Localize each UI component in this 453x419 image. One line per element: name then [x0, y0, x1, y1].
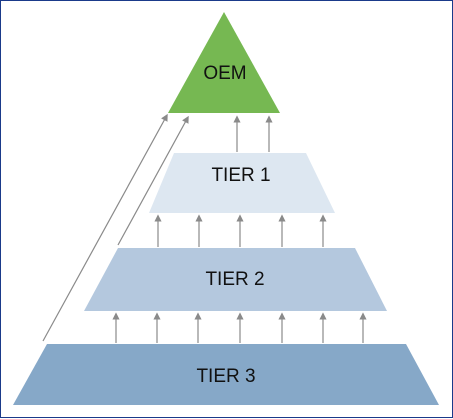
oem-label: OEM [203, 63, 246, 84]
arrow [42, 113, 168, 342]
tier3-label: TIER 3 [196, 366, 255, 387]
tier1-label: TIER 1 [211, 165, 270, 186]
arrow [117, 115, 189, 246]
arrows-tier1-to-oem [233, 115, 273, 152]
arrows-direct-to-oem [42, 113, 189, 342]
tier2-band [84, 248, 387, 311]
tier3-band [13, 344, 439, 405]
arrows-tier2-to-tier1 [154, 214, 327, 247]
tier2-label: TIER 2 [205, 269, 264, 290]
tier1-band [149, 153, 335, 213]
arrows-tier3-to-tier2 [112, 312, 367, 343]
oem-triangle [168, 12, 280, 113]
